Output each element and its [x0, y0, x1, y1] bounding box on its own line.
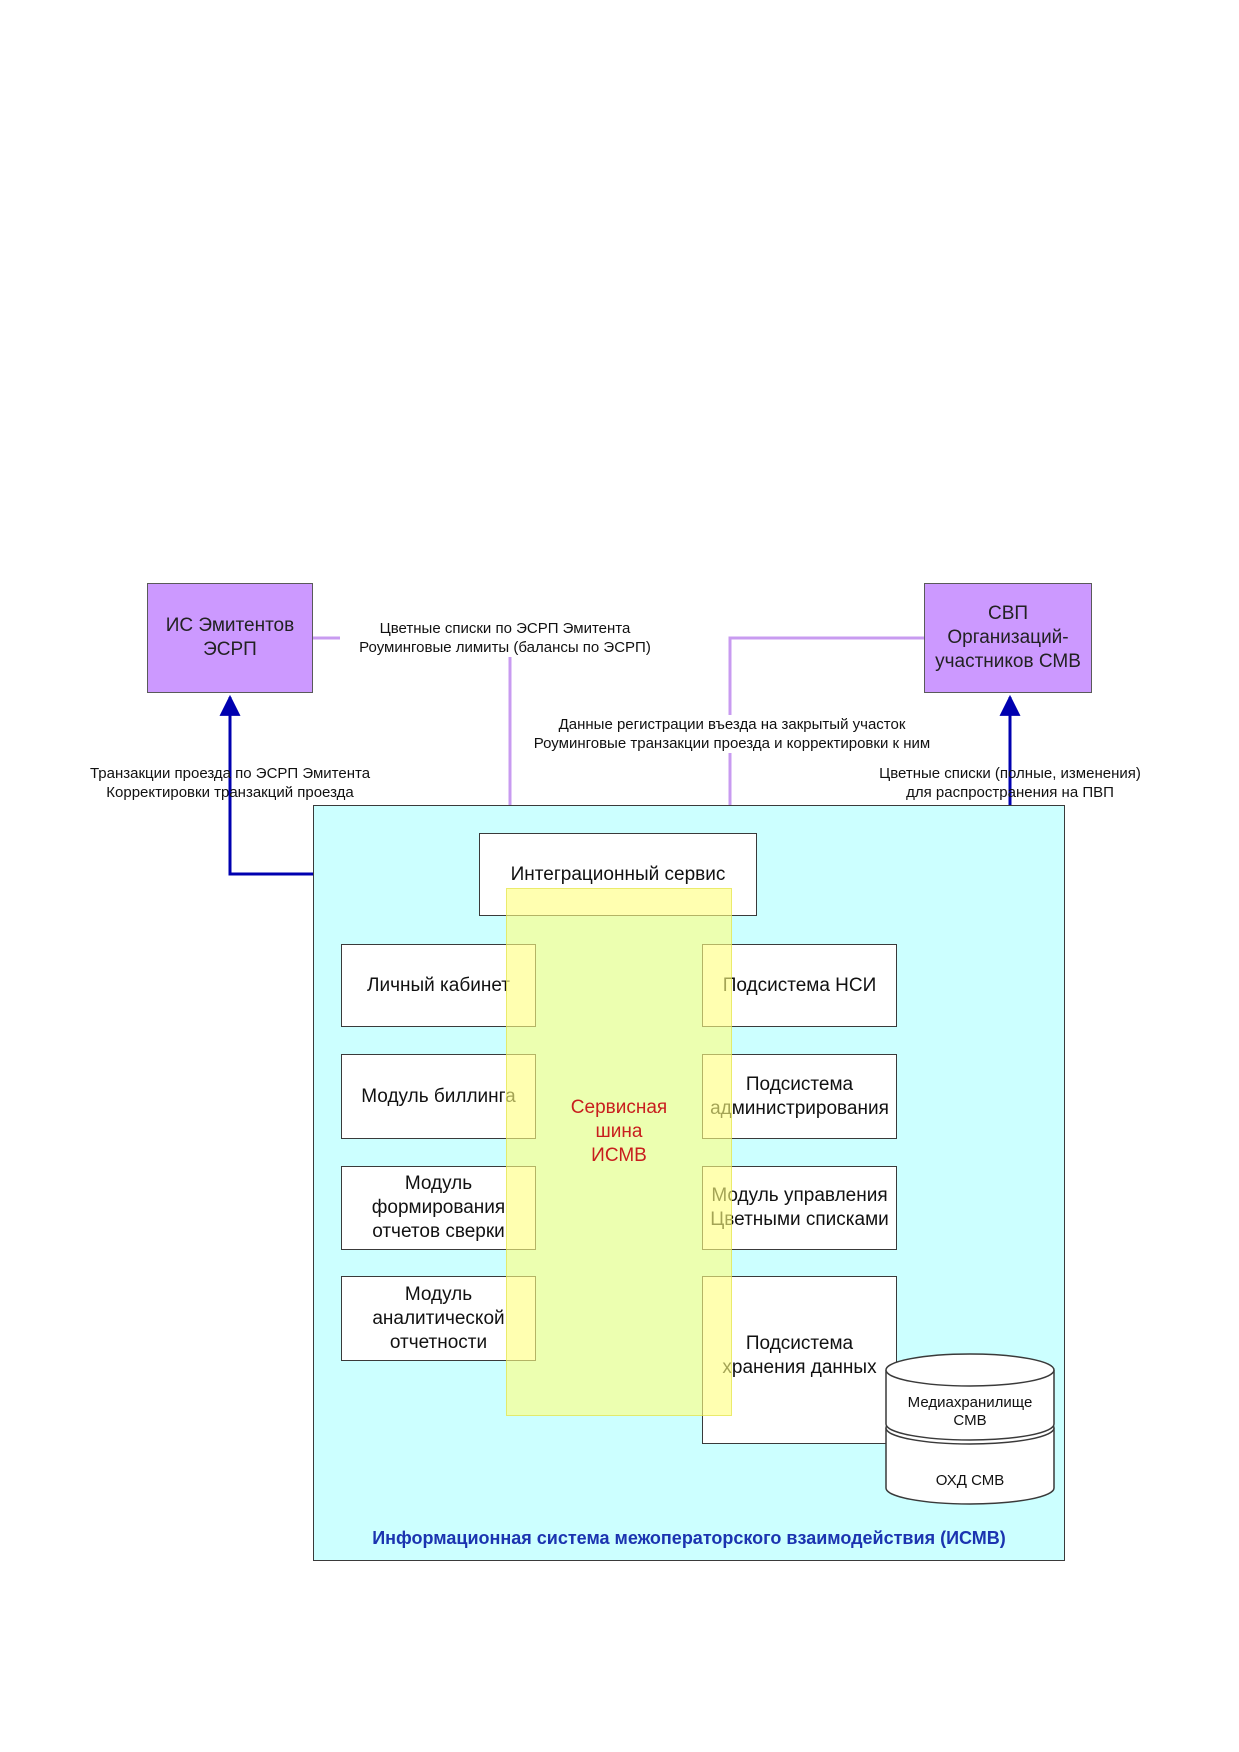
svp-system-box: СВП Организаций- участников СМВ [924, 583, 1092, 693]
module-color-lists: Модуль управления Цветными списками [702, 1166, 897, 1250]
flow-line-svp-in [719, 636, 924, 833]
subsystem-nsi: Подсистема НСИ [702, 944, 897, 1027]
module-personal-account: Личный кабинет [341, 944, 536, 1027]
system-title: Информационная система межоператорского … [372, 1528, 1006, 1548]
module-billing: Модуль биллинга [341, 1054, 536, 1139]
flow-label-issuers-in: Цветные списки по ЭСРП Эмитента Роуминго… [340, 619, 670, 657]
media-storage-label: Медиахранилище СМВ [907, 1394, 1033, 1429]
flow-label-svp-in: Данные регистрации въезда на закрытый уч… [512, 715, 952, 753]
subsystem-administration: Подсистема администрирования [702, 1054, 897, 1139]
issuers-system-box: ИС Эмитентов ЭСРП [147, 583, 313, 693]
flow-label-issuers-out: Транзакции проезда по ЭСРП Эмитента Корр… [89, 765, 371, 801]
service-bus: Сервисная шина ИСМВ [506, 888, 732, 1416]
media-storage-cylinder-icon [885, 1353, 1055, 1441]
module-analytic-reports: Модуль аналитической отчетности [341, 1276, 536, 1361]
flow-label-svp-out: Цветные списки (полные, изменения) для р… [879, 765, 1141, 801]
ohd-label: ОХД СМВ [935, 1472, 1005, 1489]
